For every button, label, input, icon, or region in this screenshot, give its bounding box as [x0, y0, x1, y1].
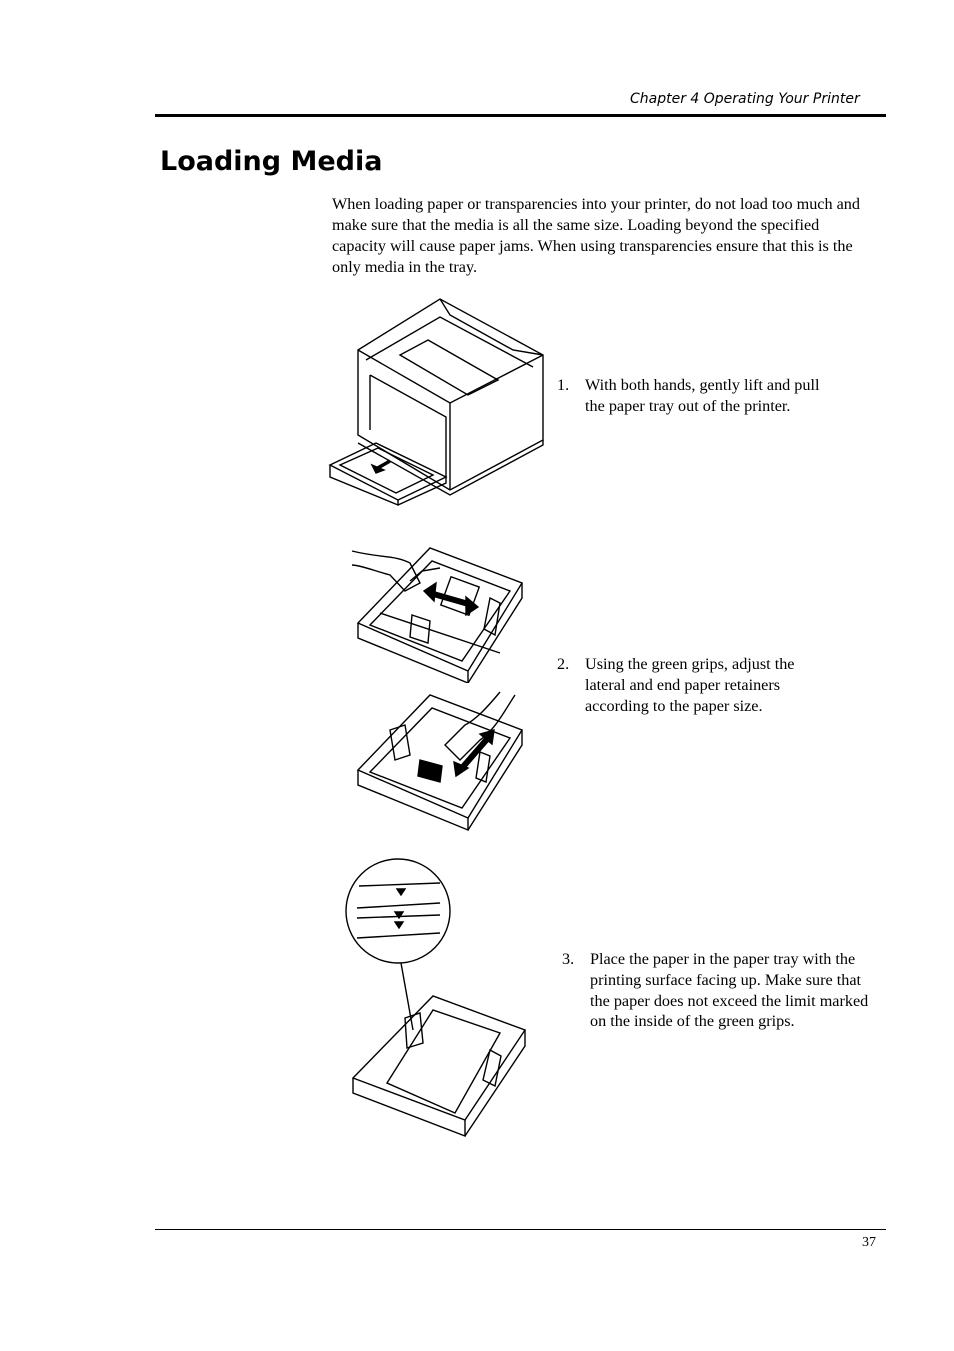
page-number: 37: [862, 1235, 876, 1250]
tray-end-adjust-illustration: [356, 691, 524, 832]
step-1-number: 1.: [557, 376, 570, 394]
step-3: 3. Place the paper in the paper tray wit…: [562, 949, 882, 1032]
header-rule: [155, 114, 886, 117]
step-2: 2. Using the green grips, adjust the lat…: [557, 654, 832, 716]
intro-paragraph: When loading paper or transparencies int…: [332, 195, 860, 276]
step-1: 1. With both hands, gently lift and pull…: [557, 375, 827, 417]
printer-tray-illustration: [328, 298, 544, 507]
paper-loaded-illustration: [345, 858, 527, 1138]
footer-rule: [155, 1229, 886, 1230]
step-2-number: 2.: [557, 655, 570, 673]
step-1-text: With both hands, gently lift and pull th…: [585, 376, 820, 415]
chapter-header: Chapter 4 Operating Your Printer: [630, 91, 860, 107]
step-3-number: 3.: [562, 950, 575, 968]
tray-lateral-adjust-illustration: [351, 547, 524, 683]
step-2-text: Using the green grips, adjust the latera…: [585, 655, 795, 715]
step-3-text: Place the paper in the paper tray with t…: [590, 950, 869, 1031]
page-title: Loading Media: [160, 146, 383, 177]
